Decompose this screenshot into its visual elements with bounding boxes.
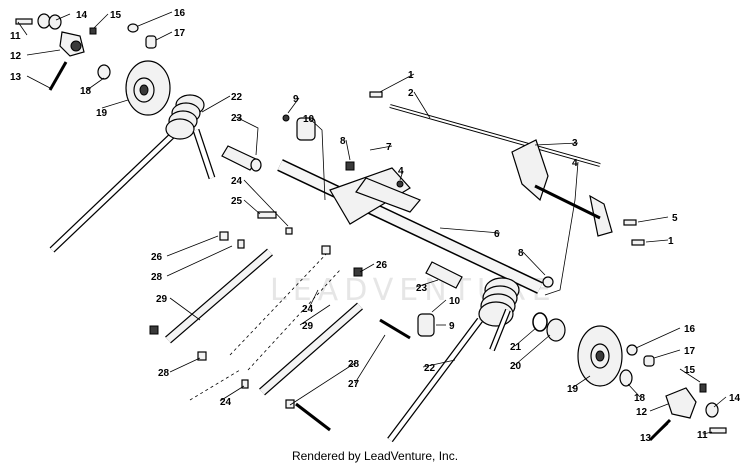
callout-29: 29 xyxy=(156,294,168,305)
callout-9: 9 xyxy=(449,321,455,332)
callout-16: 16 xyxy=(684,324,696,335)
callout-22: 22 xyxy=(424,363,436,374)
callout-28: 28 xyxy=(151,272,163,283)
callout-5: 5 xyxy=(672,213,678,224)
callout-1: 1 xyxy=(668,236,674,247)
callout-27: 27 xyxy=(348,379,360,390)
callout-13: 13 xyxy=(640,433,652,444)
callout-17: 17 xyxy=(684,346,696,357)
callout-18: 18 xyxy=(80,86,92,97)
callout-24: 24 xyxy=(220,397,232,408)
callout-22: 22 xyxy=(231,92,243,103)
callout-23: 23 xyxy=(416,283,428,294)
callout-8: 8 xyxy=(340,136,346,147)
callout-3: 3 xyxy=(572,138,578,149)
left-spring xyxy=(165,94,216,180)
callout-10: 10 xyxy=(303,114,315,125)
callout-11: 11 xyxy=(697,430,708,441)
callout-17: 17 xyxy=(174,28,186,39)
callout-4: 4 xyxy=(398,166,404,177)
callout-15: 15 xyxy=(684,365,696,376)
callout-20: 20 xyxy=(510,361,522,372)
bolt-11-left xyxy=(15,18,33,25)
callout-10: 10 xyxy=(449,296,461,307)
callout-7: 7 xyxy=(386,142,392,153)
callout-24: 24 xyxy=(302,304,314,315)
callout-28: 28 xyxy=(348,359,360,370)
callout-1: 1 xyxy=(408,70,414,81)
callout-19: 19 xyxy=(567,384,579,395)
callout-16: 16 xyxy=(174,8,186,19)
callout-11: 11 xyxy=(10,31,21,42)
callout-4: 4 xyxy=(572,158,578,169)
render-credit: Rendered by LeadVenture, Inc. xyxy=(291,449,459,463)
callout-12: 12 xyxy=(10,51,22,62)
callout-6: 6 xyxy=(494,229,500,240)
callout-19: 19 xyxy=(96,108,108,119)
callout-23: 23 xyxy=(231,113,243,124)
right-spring xyxy=(478,277,520,327)
callout-labels: 1123445678899101011111212131314141515161… xyxy=(10,8,741,444)
callout-14: 14 xyxy=(76,10,88,21)
callout-28: 28 xyxy=(158,368,170,379)
callout-21: 21 xyxy=(510,342,522,353)
drawing xyxy=(15,13,727,443)
callout-13: 13 xyxy=(10,72,22,83)
callout-26: 26 xyxy=(151,252,163,263)
callout-15: 15 xyxy=(110,10,122,21)
callout-24: 24 xyxy=(231,176,243,187)
callout-2: 2 xyxy=(408,88,414,99)
callout-18: 18 xyxy=(634,393,646,404)
callout-25: 25 xyxy=(231,196,243,207)
leader-lines xyxy=(17,11,727,438)
callout-29: 29 xyxy=(302,321,314,332)
callout-14: 14 xyxy=(729,393,741,404)
callout-12: 12 xyxy=(636,407,648,418)
callout-9: 9 xyxy=(293,94,299,105)
callout-8: 8 xyxy=(518,248,524,259)
callout-26: 26 xyxy=(376,260,388,271)
